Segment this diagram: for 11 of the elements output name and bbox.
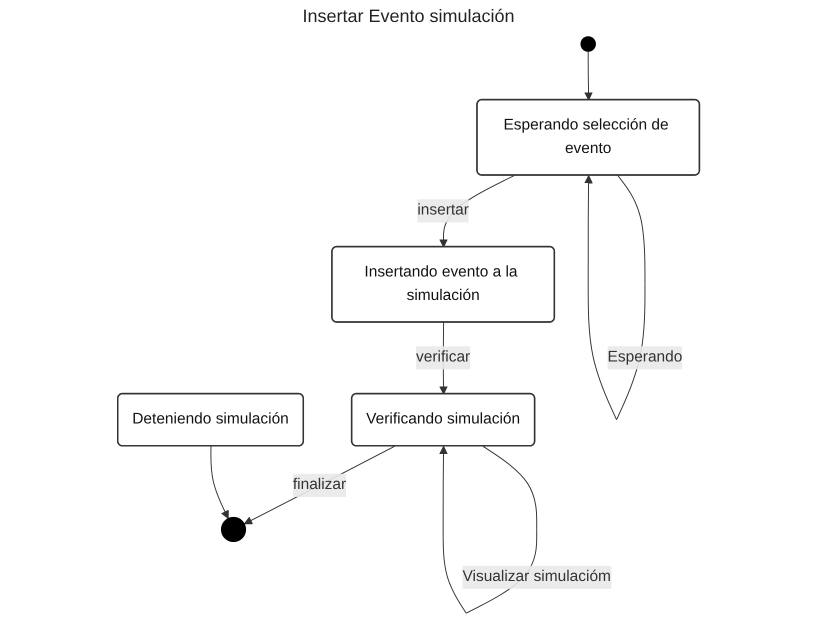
edge-label: verificar xyxy=(416,349,470,366)
arrow xyxy=(584,50,593,100)
arrow xyxy=(244,446,395,524)
edge-label: Visualizar simulacióm xyxy=(462,568,611,586)
node-circle xyxy=(220,516,246,542)
edge-label: Esperando xyxy=(607,349,682,366)
edge-label: insertar xyxy=(417,202,469,219)
arrow xyxy=(210,446,229,519)
diagram-title: Insertar Evento simulación xyxy=(302,6,515,27)
node-circle xyxy=(580,36,596,52)
edge-label: finalizar xyxy=(292,476,346,494)
